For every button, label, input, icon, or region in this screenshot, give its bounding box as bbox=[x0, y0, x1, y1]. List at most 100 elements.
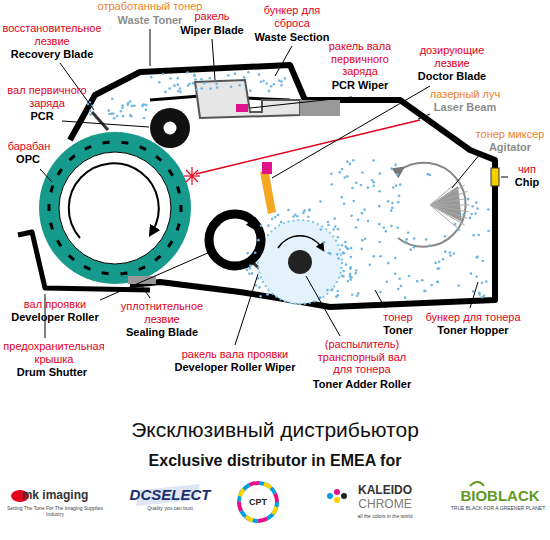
toner-particle bbox=[416, 280, 419, 283]
part-label-ru: вал проявки bbox=[7, 298, 103, 311]
toner-particle bbox=[320, 228, 323, 231]
logo-tagline: Setting The Tone For The Imaging Supplie… bbox=[5, 506, 105, 518]
toner-particle bbox=[474, 212, 477, 215]
toner-particle bbox=[349, 163, 352, 166]
toner-particle bbox=[339, 171, 342, 174]
toner-particle bbox=[481, 296, 484, 299]
toner-particle bbox=[248, 272, 251, 275]
toner-particle bbox=[246, 252, 249, 255]
toner-particle bbox=[349, 278, 352, 281]
toner-particle bbox=[259, 295, 262, 298]
part-label-ru: бункер для тонера bbox=[419, 311, 527, 324]
toner-particle bbox=[487, 208, 490, 211]
developer-rotation bbox=[218, 217, 252, 226]
toner-particle bbox=[327, 224, 330, 227]
toner-particle bbox=[341, 168, 344, 171]
logo-text: KALEIDO bbox=[345, 484, 425, 498]
toner-particle bbox=[437, 281, 440, 284]
toner-particle bbox=[476, 255, 479, 258]
drum-charge-mark bbox=[68, 254, 75, 261]
part-label-ru: ракель вала первичного заряда bbox=[317, 40, 403, 78]
toner-particle bbox=[454, 223, 457, 226]
drum-charge-mark bbox=[57, 168, 63, 176]
toner-particle bbox=[475, 275, 478, 278]
toner-particle bbox=[372, 159, 375, 162]
toner-particle bbox=[195, 88, 198, 91]
toner-particle bbox=[350, 276, 353, 279]
toner-particle bbox=[287, 209, 290, 212]
part-label-ru: (распылитель) транспорный вал для тонера bbox=[312, 338, 412, 376]
toner-particle bbox=[434, 262, 437, 265]
toner-particle bbox=[343, 202, 346, 205]
drum-charge-mark bbox=[139, 145, 147, 151]
toner-particle bbox=[179, 91, 182, 94]
toner-particle bbox=[485, 280, 488, 283]
toner-particle bbox=[372, 185, 375, 188]
toner-particle bbox=[332, 228, 335, 231]
toner-particle bbox=[341, 196, 344, 199]
part-label-en: Waste Section bbox=[244, 31, 340, 44]
toner-particle bbox=[477, 234, 480, 237]
part-label-ru: тонер bbox=[373, 311, 423, 324]
toner-particle bbox=[216, 86, 219, 89]
heading: Эксклюзивный дистрибьютор bbox=[10, 418, 540, 442]
part-label-en: Wiper Blade bbox=[167, 24, 257, 37]
toner-particle bbox=[331, 288, 334, 291]
toner-particle bbox=[487, 230, 490, 233]
toner-particle bbox=[361, 239, 364, 242]
toner-particle bbox=[257, 239, 260, 242]
toner-particle bbox=[111, 97, 114, 100]
part-label-en: Toner Hopper bbox=[423, 324, 523, 337]
toner-particle bbox=[266, 293, 269, 296]
toner-particle bbox=[407, 231, 410, 234]
toner-particle bbox=[457, 284, 460, 287]
rotation-arrow bbox=[69, 163, 159, 238]
toner-particle bbox=[327, 221, 330, 224]
drum-charge-mark bbox=[83, 265, 91, 271]
toner-particle bbox=[475, 256, 478, 259]
toner-particle bbox=[347, 248, 350, 251]
toner-particle bbox=[390, 167, 393, 170]
toner-particle bbox=[120, 110, 123, 113]
toner-particle bbox=[347, 280, 350, 283]
toner-particle bbox=[394, 257, 397, 260]
toner-particle bbox=[186, 71, 189, 74]
part-label-ru: ракель bbox=[182, 10, 242, 23]
part-label-en: Developer Roller bbox=[3, 311, 107, 324]
toner-particle bbox=[176, 83, 179, 86]
agitator-bristle bbox=[430, 205, 465, 225]
toner-particle bbox=[361, 212, 364, 215]
toner-particle bbox=[266, 293, 269, 296]
toner-particle bbox=[330, 183, 333, 186]
toner-particle bbox=[481, 281, 484, 284]
pcr-roller bbox=[150, 108, 190, 148]
toner-particle bbox=[129, 100, 132, 103]
toner-particle bbox=[268, 90, 271, 93]
drum-charge-mark bbox=[69, 154, 76, 161]
toner-particle bbox=[162, 73, 165, 76]
toner-particle bbox=[351, 293, 354, 296]
recovery-blade bbox=[92, 112, 108, 130]
toner-particle bbox=[399, 183, 402, 186]
toner-adder-roller bbox=[258, 220, 342, 304]
toner-particle bbox=[398, 278, 401, 281]
toner-particle bbox=[346, 160, 349, 163]
toner-particle bbox=[391, 207, 394, 210]
toner-particle bbox=[444, 250, 447, 253]
part-label-ru: чип bbox=[508, 163, 546, 176]
toner-particle bbox=[355, 272, 358, 275]
toner-particle bbox=[108, 113, 111, 116]
toner-particle bbox=[387, 200, 390, 203]
part-label-ru: дозирующие лезвие bbox=[410, 44, 494, 69]
toner-particle bbox=[436, 281, 439, 284]
toner-particle bbox=[457, 229, 460, 232]
toner-particle bbox=[280, 221, 283, 224]
toner-particle bbox=[187, 84, 190, 87]
toner-particle bbox=[360, 248, 363, 251]
part-label-ru: тонер миксер bbox=[475, 128, 545, 141]
toner-particle bbox=[346, 175, 349, 178]
toner-particle bbox=[363, 208, 366, 211]
toner-particle bbox=[143, 117, 146, 120]
drum-charge-mark bbox=[138, 265, 146, 271]
toner-particle bbox=[378, 241, 381, 244]
